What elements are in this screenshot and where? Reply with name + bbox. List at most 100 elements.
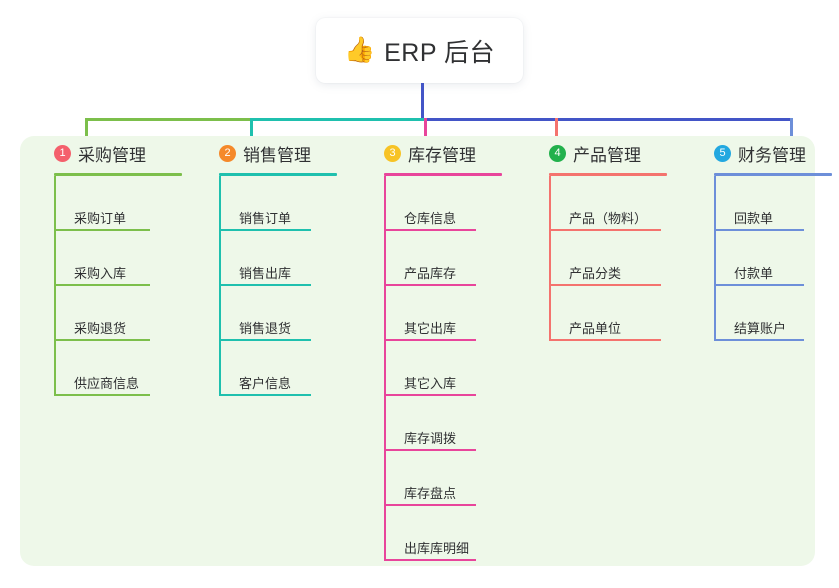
leaf-item-rule <box>221 284 311 286</box>
branch-header-2[interactable]: 2 销售管理 <box>201 140 351 166</box>
leaf-item[interactable]: 采购退货 <box>54 286 186 341</box>
branch-item-list-2: 销售订单销售出库销售退货客户信息 <box>219 176 351 396</box>
leaf-item-rule <box>56 229 150 231</box>
leaf-item[interactable]: 产品分类 <box>549 231 681 286</box>
branch-rule-3 <box>384 173 502 176</box>
branch-rule-5 <box>714 173 832 176</box>
branch-header-3[interactable]: 3 库存管理 <box>366 140 516 166</box>
leaf-item-label: 付款单 <box>734 266 774 281</box>
leaf-item-rule <box>56 284 150 286</box>
branch-badge-1: 1 <box>54 144 71 162</box>
leaf-item[interactable]: 供应商信息 <box>54 341 186 396</box>
leaf-item-rule <box>221 394 311 396</box>
leaf-item[interactable]: 结算账户 <box>714 286 836 341</box>
leaf-item[interactable]: 仓库信息 <box>384 176 516 231</box>
branch-rule-1 <box>54 173 182 176</box>
branch-badge-3: 3 <box>384 144 401 162</box>
leaf-item-rule <box>386 449 476 451</box>
leaf-item-label: 供应商信息 <box>74 376 140 391</box>
leaf-item-rule <box>56 339 150 341</box>
leaf-item-label: 结算账户 <box>734 321 787 336</box>
branch-title-2: 销售管理 <box>243 145 311 165</box>
leaf-item-rule <box>221 229 311 231</box>
branch-item-list-3: 仓库信息产品库存其它出库其它入库库存调拨库存盘点出库库明细 <box>384 176 516 561</box>
connector-bar-blue <box>424 118 793 121</box>
root-node-card[interactable]: 👍 ERP 后台 <box>316 18 523 83</box>
leaf-item-rule <box>551 284 661 286</box>
leaf-item-label: 销售订单 <box>239 211 292 226</box>
branch-title-3: 库存管理 <box>408 145 476 165</box>
leaf-item-label: 采购退货 <box>74 321 127 336</box>
leaf-item-label: 产品（物料） <box>569 211 648 226</box>
branch-header-5[interactable]: 5 财务管理 <box>696 140 836 166</box>
branch-badge-4: 4 <box>549 144 566 162</box>
branch-title-4: 产品管理 <box>573 145 641 165</box>
leaf-item[interactable]: 出库库明细 <box>384 506 516 561</box>
thumbs-up-icon: 👍 <box>343 36 376 64</box>
leaf-item-rule <box>221 339 311 341</box>
branch-rule-4 <box>549 173 667 176</box>
leaf-item[interactable]: 采购订单 <box>54 176 186 231</box>
leaf-item-label: 仓库信息 <box>404 211 457 226</box>
leaf-item-rule <box>386 339 476 341</box>
branch-column-3: 3 库存管理仓库信息产品库存其它出库其它入库库存调拨库存盘点出库库明细 <box>366 140 516 561</box>
leaf-item-label: 产品库存 <box>404 266 457 281</box>
branch-column-4: 4 产品管理产品（物料） 产品分类产品单位 <box>531 140 681 341</box>
leaf-item-label: 采购入库 <box>74 266 127 281</box>
leaf-item-rule <box>386 394 476 396</box>
leaf-item-rule <box>386 504 476 506</box>
branch-header-1[interactable]: 1 采购管理 <box>36 140 186 166</box>
leaf-item[interactable]: 其它入库 <box>384 341 516 396</box>
branch-badge-2: 2 <box>219 144 236 162</box>
leaf-item[interactable]: 销售出库 <box>219 231 351 286</box>
leaf-item-label: 其它入库 <box>404 376 457 391</box>
leaf-item-rule <box>716 229 804 231</box>
leaf-item-rule <box>56 394 150 396</box>
branch-column-2: 2 销售管理销售订单销售出库销售退货客户信息 <box>201 140 351 396</box>
leaf-item[interactable]: 产品（物料） <box>549 176 681 231</box>
leaf-item-rule <box>716 284 804 286</box>
leaf-item[interactable]: 产品单位 <box>549 286 681 341</box>
leaf-item[interactable]: 付款单 <box>714 231 836 286</box>
branch-column-1: 1 采购管理采购订单采购入库采购退货供应商信息 <box>36 140 186 396</box>
branch-badge-5: 5 <box>714 144 731 162</box>
leaf-item[interactable]: 客户信息 <box>219 341 351 396</box>
leaf-item[interactable]: 库存调拨 <box>384 396 516 451</box>
leaf-item[interactable]: 销售订单 <box>219 176 351 231</box>
leaf-item[interactable]: 回款单 <box>714 176 836 231</box>
leaf-item-label: 销售退货 <box>239 321 292 336</box>
leaf-item-rule <box>716 339 804 341</box>
leaf-item-rule <box>386 229 476 231</box>
leaf-item-rule <box>386 284 476 286</box>
connector-bar-teal <box>250 118 427 121</box>
leaf-item-label: 出库库明细 <box>404 541 470 556</box>
leaf-item-label: 销售出库 <box>239 266 292 281</box>
leaf-item-rule <box>386 559 476 561</box>
leaf-item[interactable]: 采购入库 <box>54 231 186 286</box>
branch-title-1: 采购管理 <box>78 145 146 165</box>
leaf-item-label: 客户信息 <box>239 376 292 391</box>
leaf-item-label: 产品单位 <box>569 321 622 336</box>
root-stem-line <box>421 83 424 121</box>
leaf-item[interactable]: 库存盘点 <box>384 451 516 506</box>
connector-bar-green <box>85 118 253 121</box>
leaf-item-label: 库存调拨 <box>404 431 457 446</box>
leaf-item-label: 采购订单 <box>74 211 127 226</box>
leaf-item[interactable]: 其它出库 <box>384 286 516 341</box>
branch-rule-2 <box>219 173 337 176</box>
leaf-item-label: 库存盘点 <box>404 486 457 501</box>
branch-item-list-5: 回款单付款单结算账户 <box>714 176 836 341</box>
branch-column-5: 5 财务管理回款单付款单结算账户 <box>696 140 836 341</box>
leaf-item-label: 产品分类 <box>569 266 622 281</box>
leaf-item-rule <box>551 339 661 341</box>
branch-title-5: 财务管理 <box>738 145 806 165</box>
root-node-title: ERP 后台 <box>384 38 496 67</box>
leaf-item-label: 回款单 <box>734 211 774 226</box>
leaf-item[interactable]: 销售退货 <box>219 286 351 341</box>
branch-item-list-1: 采购订单采购入库采购退货供应商信息 <box>54 176 186 396</box>
branch-header-4[interactable]: 4 产品管理 <box>531 140 681 166</box>
branch-item-list-4: 产品（物料） 产品分类产品单位 <box>549 176 681 341</box>
leaf-item[interactable]: 产品库存 <box>384 231 516 286</box>
leaf-item-label: 其它出库 <box>404 321 457 336</box>
